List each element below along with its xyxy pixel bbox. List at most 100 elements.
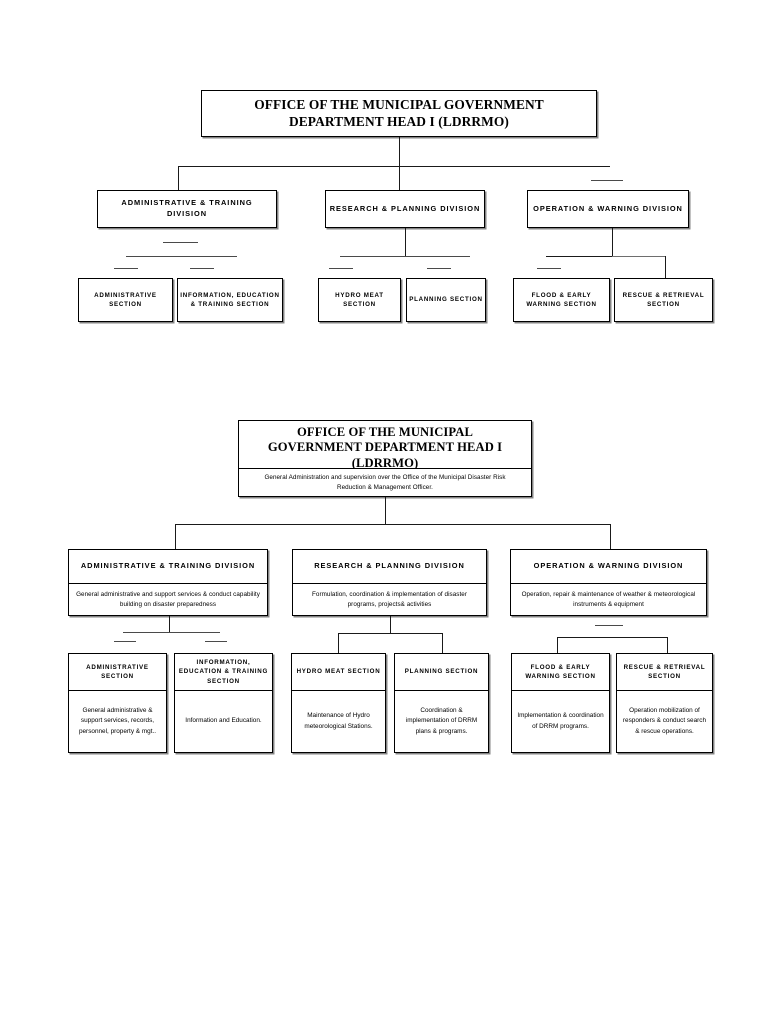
chart-one-g2-fragment-right-drop: [427, 268, 451, 269]
chart-two-root-title-cell: OFFICE OF THE MUNICIPAL GOVERNMENT DEPAR…: [239, 421, 531, 470]
chart-two-section-header: RESCUE & RETRIEVAL SECTION: [617, 654, 712, 691]
chart-one-section-label: HYDRO MEAT SECTION: [335, 291, 384, 308]
chart-two-section-description-cell: Information and Education.: [175, 691, 272, 752]
chart-two-division-header: OPERATION & WARNING DIVISION: [511, 550, 706, 584]
chart-one-section-flood-early-warning[interactable]: FLOOD & EARLY WARNING SECTION: [513, 278, 610, 322]
chart-two-section-hydro-meat[interactable]: HYDRO MEAT SECTION Maintenance of Hydro …: [291, 653, 386, 753]
chart-two-g2-drop-right: [442, 633, 443, 653]
chart-two-division-administrative-training[interactable]: ADMINISTRATIVE & TRAINING DIVISION Gener…: [68, 549, 268, 616]
chart-two-g3-drop-left: [557, 637, 558, 653]
chart-two-section-description-cell: Maintenance of Hydro meteorological Stat…: [292, 691, 385, 752]
chart-one-g1-fragment-left-drop: [114, 268, 138, 269]
chart-two-g3-bus: [557, 637, 667, 638]
chart-two-section-description-cell: General administrative & support service…: [69, 691, 166, 752]
chart-two-section-header: HYDRO MEAT SECTION: [292, 654, 385, 691]
chart-one-g3-stem: [612, 228, 613, 256]
chart-one-root-line2: DEPARTMENT HEAD I (LDRRMO): [289, 113, 509, 129]
chart-two-division-label: RESEARCH & PLANNING DIVISION: [314, 561, 465, 571]
chart-two-division-header: RESEARCH & PLANNING DIVISION: [293, 550, 486, 584]
chart-one-division-research-planning[interactable]: RESEARCH & PLANNING DIVISION: [325, 190, 485, 228]
chart-one-stray-fragment: [591, 180, 623, 181]
chart-two-division-research-planning[interactable]: RESEARCH & PLANNING DIVISION Formulation…: [292, 549, 487, 616]
chart-one-division-label: RESEARCH & PLANNING DIVISION: [329, 203, 481, 213]
chart-one-section-planning[interactable]: PLANNING SECTION: [406, 278, 486, 322]
chart-two-root-stem: [385, 497, 386, 524]
chart-two-g3-drop-right: [667, 637, 668, 653]
chart-two-section-header: ADMINISTRATIVE SECTION: [69, 654, 166, 691]
chart-two-division-label: ADMINISTRATIVE & TRAINING DIVISION: [80, 561, 256, 571]
chart-one-section-label: RESCUE & RETRIEVAL SECTION: [622, 291, 705, 308]
chart-two-section-flood-early-warning[interactable]: FLOOD & EARLY WARNING SECTION Implementa…: [511, 653, 610, 753]
chart-one-g1-fragment-stem: [163, 242, 198, 243]
chart-two-g1-fragment-right-drop: [205, 641, 227, 642]
chart-two-section-header: PLANNING SECTION: [395, 654, 488, 691]
chart-one-section-hydro-meat[interactable]: HYDRO MEAT SECTION: [318, 278, 401, 322]
chart-two-section-description: Implementation & coordination of DRRM pr…: [517, 712, 604, 730]
chart-two-section-description-cell: Implementation & coordination of DRRM pr…: [512, 691, 609, 752]
chart-two-section-label: FLOOD & EARLY WARNING SECTION: [525, 663, 596, 680]
chart-two-division-header: ADMINISTRATIVE & TRAINING DIVISION: [69, 550, 267, 584]
chart-one-g2-bus-left: [340, 256, 405, 257]
chart-two-section-planning[interactable]: PLANNING SECTION Coordination & implemen…: [394, 653, 489, 753]
chart-two-g1-stem: [169, 616, 170, 632]
chart-two-root-description-cell: General Administration and supervision o…: [239, 469, 531, 496]
chart-one-g3-bus-left: [546, 256, 612, 257]
chart-two-g2-stem: [390, 616, 391, 633]
chart-one-division-label: ADMINISTRATIVE & TRAINING DIVISION: [121, 198, 253, 218]
chart-two-section-label: RESCUE & RETRIEVAL SECTION: [623, 663, 706, 680]
chart-one-drop-div-2: [399, 166, 400, 190]
chart-two-g3-fragment-stem: [595, 625, 623, 626]
chart-two-division-operation-warning[interactable]: OPERATION & WARNING DIVISION Operation, …: [510, 549, 707, 616]
chart-two-section-administrative[interactable]: ADMINISTRATIVE SECTION General administr…: [68, 653, 167, 753]
chart-two-section-information-education-training[interactable]: INFORMATION, EDUCATION & TRAINING SECTIO…: [174, 653, 273, 753]
chart-two-section-description: Maintenance of Hydro meteorological Stat…: [304, 712, 373, 730]
chart-two-g1-bus: [123, 632, 220, 633]
chart-two-section-label: ADMINISTRATIVE SECTION: [86, 663, 149, 680]
chart-one-division-operation-warning[interactable]: OPERATION & WARNING DIVISION: [527, 190, 689, 228]
chart-two-section-description: Operation mobilization of responders & c…: [622, 706, 707, 735]
chart-two-section-label: INFORMATION, EDUCATION & TRAINING SECTIO…: [178, 659, 269, 685]
chart-two-section-header: FLOOD & EARLY WARNING SECTION: [512, 654, 609, 691]
chart-two-g1-fragment-left-drop: [114, 641, 136, 642]
chart-two-bus: [175, 524, 610, 525]
chart-one-section-label: PLANNING SECTION: [409, 296, 483, 304]
chart-two-root-box[interactable]: OFFICE OF THE MUNICIPAL GOVERNMENT DEPAR…: [238, 420, 532, 497]
chart-one-g3-fragment-left-drop: [537, 268, 561, 269]
chart-two-root-description: General Administration and supervision o…: [264, 473, 506, 491]
chart-one-root-stem: [399, 137, 400, 166]
chart-two-g2-bus: [338, 633, 442, 634]
chart-one-root-box[interactable]: OFFICE OF THE MUNICIPAL GOVERNMENT DEPAR…: [201, 90, 597, 137]
chart-two-section-description: Information and Education.: [185, 717, 262, 725]
chart-one-g3-bus-right: [612, 256, 665, 257]
chart-two-section-label: HYDRO MEAT SECTION: [296, 668, 381, 676]
chart-two-section-description: Coordination & implementation of DRRM pl…: [405, 706, 478, 735]
chart-two-root-line2: GOVERNMENT DEPARTMENT HEAD I: [267, 440, 503, 455]
chart-one-g2-stem: [405, 228, 406, 256]
chart-two-section-description-cell: Operation mobilization of responders & c…: [617, 691, 712, 752]
chart-two-division-description: General administrative and support servi…: [76, 590, 260, 608]
chart-one-division-administrative-training[interactable]: ADMINISTRATIVE & TRAINING DIVISION: [97, 190, 277, 228]
chart-one-g1-fragment-bus: [126, 256, 237, 257]
chart-one-section-label: FLOOD & EARLY WARNING SECTION: [526, 291, 597, 308]
chart-two-division-description-cell: General administrative and support servi…: [69, 584, 267, 615]
chart-two-division-description: Operation, repair & maintenance of weath…: [521, 590, 696, 608]
chart-one-g2-fragment-left-drop: [329, 268, 353, 269]
chart-two-drop-div-1: [175, 524, 176, 549]
chart-two-section-header: INFORMATION, EDUCATION & TRAINING SECTIO…: [175, 654, 272, 691]
chart-one-drop-div-1: [178, 166, 179, 190]
chart-one-g2-bus-right: [405, 256, 470, 257]
chart-two-division-description: Formulation, coordination & implementati…: [312, 590, 467, 608]
chart-one-section-label: ADMINISTRATIVE SECTION: [94, 291, 157, 308]
chart-one-section-label: INFORMATION, EDUCATION & TRAINING SECTIO…: [180, 291, 280, 308]
chart-one-bus: [178, 166, 610, 167]
chart-two-drop-div-3: [610, 524, 611, 549]
chart-two-section-description: General administrative & support service…: [78, 706, 157, 735]
chart-one-section-rescue-retrieval[interactable]: RESCUE & RETRIEVAL SECTION: [614, 278, 713, 322]
chart-one-section-administrative[interactable]: ADMINISTRATIVE SECTION: [78, 278, 173, 322]
chart-two-section-label: PLANNING SECTION: [404, 668, 479, 676]
chart-one-g3-drop-right: [665, 256, 666, 278]
chart-one-section-information-education-training[interactable]: INFORMATION, EDUCATION & TRAINING SECTIO…: [177, 278, 283, 322]
chart-two-g2-drop-left: [338, 633, 339, 653]
chart-two-section-rescue-retrieval[interactable]: RESCUE & RETRIEVAL SECTION Operation mob…: [616, 653, 713, 753]
